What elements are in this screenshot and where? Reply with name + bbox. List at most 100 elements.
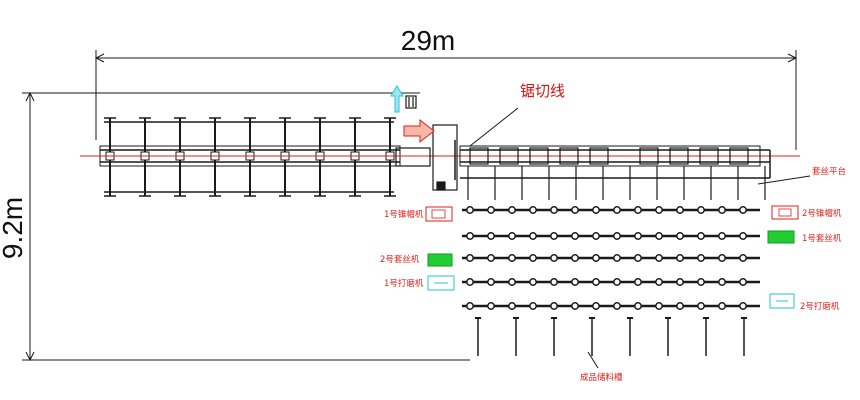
row-roller	[592, 254, 600, 262]
row-roller	[697, 302, 705, 310]
row-roller	[550, 302, 558, 310]
cap-machine-1-inner-icon	[431, 209, 446, 219]
cap-machine-2-label: 2号锥帽机	[802, 208, 842, 219]
platform-feeder	[529, 147, 549, 165]
row-roller	[739, 254, 747, 262]
row-roller	[676, 302, 684, 310]
right-arrow-icon	[403, 118, 435, 144]
threading-machine-2-icon	[427, 253, 453, 267]
threading-machine-1-label: 1号套丝机	[802, 233, 842, 244]
row-roller	[592, 278, 600, 286]
row-roller	[613, 302, 621, 310]
platform-posts	[467, 166, 766, 200]
row-roller	[466, 206, 474, 214]
platform-feeder	[499, 147, 519, 165]
row-roller	[529, 302, 537, 310]
row-roller	[571, 278, 579, 286]
up-arrow-icon	[390, 85, 404, 113]
row-roller	[634, 278, 642, 286]
platform-feeders	[469, 147, 749, 165]
row-roller	[550, 254, 558, 262]
row-roller	[466, 232, 474, 240]
row-roller	[718, 206, 726, 214]
width-dimension	[22, 91, 470, 362]
row-roller	[487, 278, 495, 286]
cap-machine-1-icon	[425, 206, 453, 222]
row-roller	[550, 206, 558, 214]
row-roller	[550, 232, 558, 240]
infeed-rollers	[104, 117, 396, 197]
row-roller	[508, 254, 516, 262]
row-roller	[634, 254, 642, 262]
saw-station	[395, 95, 458, 191]
row-roller	[508, 206, 516, 214]
row-roller	[487, 232, 495, 240]
row-roller	[676, 278, 684, 286]
platform-feeder	[469, 147, 489, 165]
row-roller	[655, 254, 663, 262]
row-roller	[508, 278, 516, 286]
row-roller	[613, 232, 621, 240]
width-label: 9.2m	[0, 197, 28, 259]
row-roller	[634, 302, 642, 310]
row-roller	[634, 232, 642, 240]
cap-machine-1-label: 1号锥帽机	[384, 209, 424, 220]
row-roller	[718, 254, 726, 262]
row-roller	[529, 206, 537, 214]
storage-rack-label: 成品储料槽	[580, 372, 623, 383]
row-roller	[487, 206, 495, 214]
grinder-2-label: 2号打磨机	[800, 301, 840, 312]
row-roller	[613, 206, 621, 214]
length-dimension	[94, 50, 798, 150]
row-roller	[613, 278, 621, 286]
row-roller	[508, 232, 516, 240]
row-roller	[697, 254, 705, 262]
platform-feeder	[699, 147, 719, 165]
row-roller	[508, 302, 516, 310]
row-roller	[739, 278, 747, 286]
row-roller	[592, 232, 600, 240]
platform-feeder	[589, 147, 609, 165]
saw-line-label: 锯切线	[520, 82, 565, 100]
row-roller	[634, 206, 642, 214]
row-roller	[676, 254, 684, 262]
cap-machine-2-icon	[771, 205, 799, 220]
cap-machine-2-inner-icon	[778, 208, 792, 217]
row-roller	[571, 232, 579, 240]
row-roller	[655, 302, 663, 310]
row-roller	[718, 232, 726, 240]
row-roller	[718, 302, 726, 310]
threading-platform-label: 套丝平台	[812, 166, 846, 177]
platform-feeder	[559, 147, 579, 165]
row-roller	[655, 232, 663, 240]
row-roller	[466, 302, 474, 310]
row-roller	[571, 254, 579, 262]
row-roller	[571, 302, 579, 310]
row-roller	[697, 206, 705, 214]
row-roller	[739, 302, 747, 310]
row-roller	[739, 206, 747, 214]
row-roller	[655, 206, 663, 214]
row-roller	[529, 232, 537, 240]
row-roller	[697, 278, 705, 286]
threading-platform-leader	[757, 175, 811, 185]
row-roller	[466, 278, 474, 286]
row-roller	[718, 278, 726, 286]
row-roller	[466, 254, 474, 262]
row-roller	[550, 278, 558, 286]
platform-feeder	[729, 147, 749, 165]
saw-line-leader	[469, 107, 519, 147]
row-roller	[487, 302, 495, 310]
row-roller	[739, 232, 747, 240]
row-roller	[655, 278, 663, 286]
row-roller	[697, 232, 705, 240]
storage-rack-leader	[587, 351, 599, 369]
row-roller	[613, 254, 621, 262]
platform-feeder	[639, 147, 659, 165]
row-roller	[487, 254, 495, 262]
threading-machine-1-icon	[767, 230, 795, 244]
row-roller	[529, 278, 537, 286]
row-roller	[529, 254, 537, 262]
platform-feeder	[669, 147, 689, 165]
